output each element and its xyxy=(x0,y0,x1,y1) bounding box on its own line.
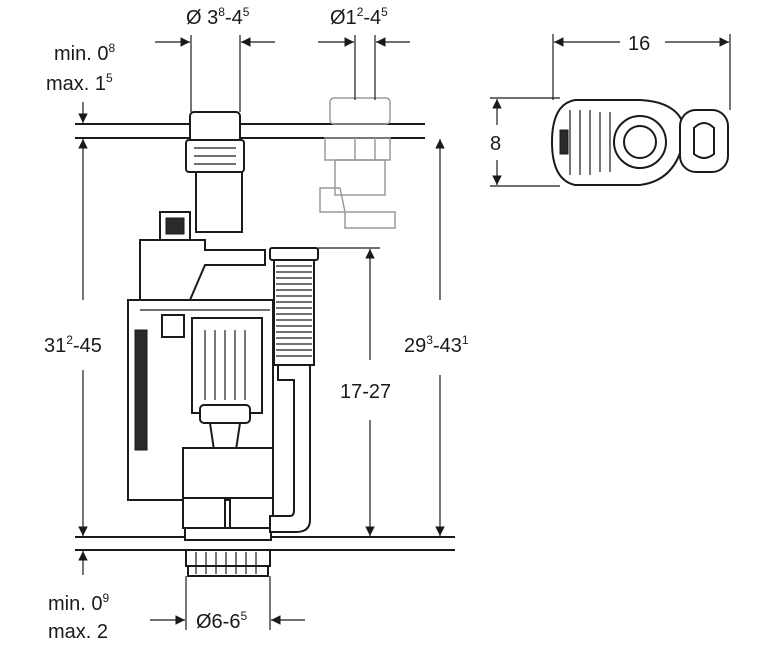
outlet-nut xyxy=(185,549,271,577)
dimension-lines xyxy=(78,34,731,630)
top-max-label: max. 15 xyxy=(46,71,113,95)
top-hole-diameter-label: Ø 38-45 xyxy=(186,5,250,29)
bottom-max-label: max. 2 xyxy=(48,621,108,643)
bottom-min-label: min. 09 xyxy=(48,591,109,615)
plan-width-label: 16 xyxy=(628,33,650,55)
overflow-height-label: 17-27 xyxy=(340,381,391,403)
left-height-label: 312-45 xyxy=(44,333,102,357)
valve-body xyxy=(127,239,274,541)
top-pipe-diameter-label: Ø12-45 xyxy=(330,5,388,29)
plan-view xyxy=(550,99,729,186)
overflow-pipe xyxy=(269,247,319,533)
actuator-head xyxy=(159,111,245,241)
plan-depth-label: 8 xyxy=(490,133,501,155)
outlet-diameter-label: Ø6-65 xyxy=(196,609,247,633)
cistern-top-plate xyxy=(75,123,425,139)
alternate-position-outline xyxy=(319,97,396,229)
top-min-label: min. 08 xyxy=(54,41,115,65)
right-height-label: 293-431 xyxy=(404,333,469,357)
